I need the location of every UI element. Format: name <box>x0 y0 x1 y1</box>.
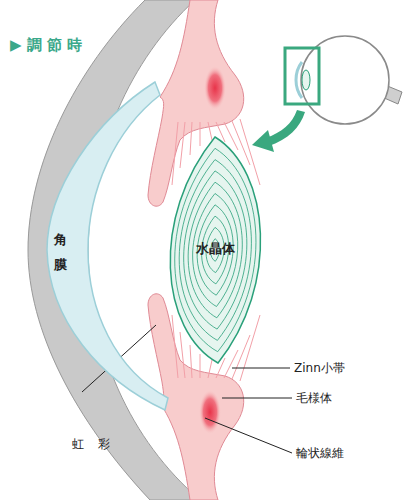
circular-fibre <box>204 66 226 110</box>
part-label: 毛様体 <box>296 390 332 407</box>
cornea-shape <box>47 82 168 410</box>
part-label: Zinn小帯 <box>294 360 345 377</box>
cornea-node: 角 膜 <box>28 80 173 415</box>
lens-label: 水晶体 <box>175 241 255 257</box>
cornea-outline <box>28 80 173 415</box>
leader-lines <box>82 325 292 453</box>
focus-box <box>285 48 319 104</box>
circular-fibre <box>199 390 221 434</box>
cornea-label: 角 膜 <box>52 228 68 277</box>
lens-layer <box>175 148 256 351</box>
zoom-arrow <box>252 110 305 152</box>
lens-node: 水晶体 <box>150 135 280 365</box>
icon-lens <box>302 70 310 90</box>
part-label: 虹 彩 <box>72 436 110 453</box>
diagram-title: ▶ 調 節 時 <box>10 36 82 55</box>
icon-cornea <box>296 62 302 98</box>
eye-icon <box>285 36 402 124</box>
part-label: 輪状線維 <box>296 445 344 462</box>
lens-shape <box>170 137 260 363</box>
